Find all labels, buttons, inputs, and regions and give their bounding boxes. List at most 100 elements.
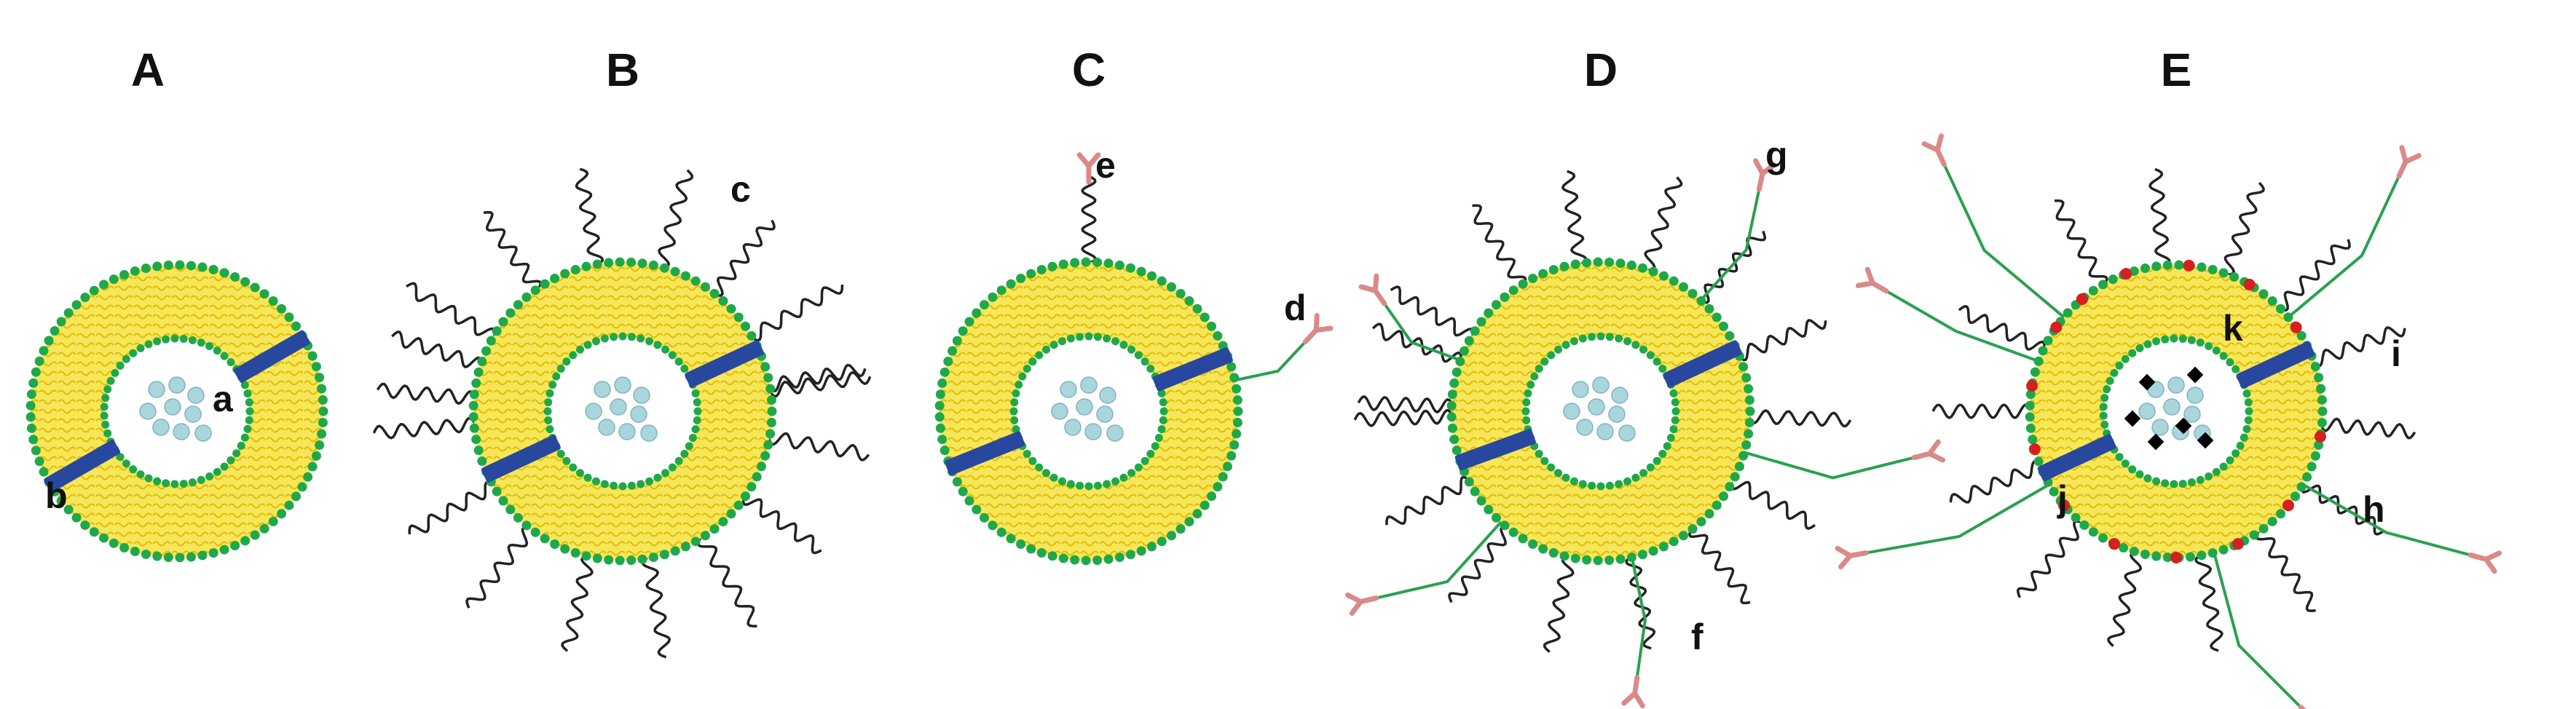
peg-chain xyxy=(372,416,477,440)
head-group xyxy=(179,334,188,343)
drug-molecule xyxy=(2124,410,2141,427)
head-group xyxy=(2143,474,2152,483)
head-group xyxy=(760,451,771,461)
head-group xyxy=(1141,456,1149,465)
head-group xyxy=(186,552,196,562)
head-group xyxy=(1719,321,1729,331)
head-group xyxy=(1213,330,1223,341)
peg-chain xyxy=(642,555,671,659)
head-group xyxy=(2049,486,2059,496)
head-group xyxy=(1446,400,1457,411)
head-group xyxy=(1026,269,1036,279)
head-group xyxy=(240,433,249,442)
head-group xyxy=(1146,542,1157,552)
head-group xyxy=(1559,261,1569,272)
head-group xyxy=(129,465,138,474)
head-group xyxy=(1057,477,1066,486)
peg-chain xyxy=(2224,181,2265,277)
head-group xyxy=(2025,412,2035,422)
peg-chain xyxy=(1931,403,2033,419)
membrane-protein xyxy=(945,431,1025,475)
head-group xyxy=(1111,337,1120,346)
head-group xyxy=(1491,300,1501,310)
ligand-antibody xyxy=(1753,158,1777,192)
head-group xyxy=(2296,330,2307,341)
head-group xyxy=(2197,262,2207,272)
head-group xyxy=(1452,445,1462,456)
head-group xyxy=(250,530,260,540)
head-group xyxy=(1569,337,1578,346)
head-group xyxy=(1016,539,1026,549)
head-group xyxy=(471,378,481,388)
head-group xyxy=(163,260,173,270)
head-group xyxy=(2232,365,2240,373)
head-group xyxy=(197,262,208,272)
head-group xyxy=(2291,491,2301,502)
head-group xyxy=(1146,271,1157,281)
head-group xyxy=(1018,372,1027,381)
peg-chain xyxy=(1730,480,1816,530)
head-group xyxy=(2205,341,2213,350)
head-group xyxy=(175,260,185,270)
head-group xyxy=(1093,333,1102,341)
head-group xyxy=(1141,357,1149,366)
head-group xyxy=(2236,441,2245,450)
head-group xyxy=(2196,338,2205,347)
head-group xyxy=(220,352,229,360)
head-group xyxy=(575,469,584,478)
head-group xyxy=(1184,517,1194,527)
head-group xyxy=(1527,380,1535,389)
head-group xyxy=(544,416,553,424)
head-group xyxy=(230,541,240,551)
peg-chain xyxy=(1081,175,1097,265)
head-group xyxy=(1671,398,1679,407)
surface-marker xyxy=(2108,538,2121,550)
head-group xyxy=(637,554,647,564)
surface-marker xyxy=(2314,430,2326,443)
head-group xyxy=(1218,472,1228,482)
ligand-antibody xyxy=(1855,266,1889,294)
head-group xyxy=(1041,469,1050,478)
head-group xyxy=(2207,264,2218,274)
callout-i: i xyxy=(2391,333,2401,374)
head-group xyxy=(1093,481,1102,490)
head-group xyxy=(964,317,974,327)
head-group xyxy=(1012,425,1020,434)
head-group xyxy=(39,346,49,356)
head-group xyxy=(26,423,36,433)
head-group xyxy=(1232,429,1242,439)
head-group xyxy=(116,453,125,462)
head-group xyxy=(307,462,318,472)
head-group xyxy=(1615,334,1623,343)
membrane-protein xyxy=(44,440,121,493)
head-group xyxy=(1570,259,1580,269)
ligand-antibody xyxy=(1835,545,1869,570)
head-group xyxy=(1470,486,1480,496)
head-group xyxy=(560,269,570,279)
peg-chain xyxy=(2148,167,2171,269)
head-group xyxy=(556,450,565,459)
head-group xyxy=(1646,463,1655,472)
head-group xyxy=(544,398,553,407)
head-group xyxy=(31,367,41,377)
head-group xyxy=(1081,257,1091,267)
head-group xyxy=(1626,552,1636,563)
drug-particle xyxy=(2186,387,2204,404)
head-group xyxy=(2152,477,2161,486)
callout-e: e xyxy=(1095,145,1116,186)
head-group xyxy=(1738,362,1749,372)
head-group xyxy=(1548,265,1559,275)
head-group xyxy=(972,308,982,318)
head-group xyxy=(303,472,313,482)
head-group xyxy=(1658,271,1669,281)
head-group xyxy=(680,542,690,552)
head-group xyxy=(109,274,119,285)
head-group xyxy=(693,398,701,407)
head-group xyxy=(1738,451,1749,461)
head-group xyxy=(2249,530,2259,540)
head-group xyxy=(1582,555,1592,565)
head-group xyxy=(136,470,145,479)
head-group xyxy=(2267,296,2277,306)
head-group xyxy=(240,277,251,287)
head-group xyxy=(31,445,41,456)
